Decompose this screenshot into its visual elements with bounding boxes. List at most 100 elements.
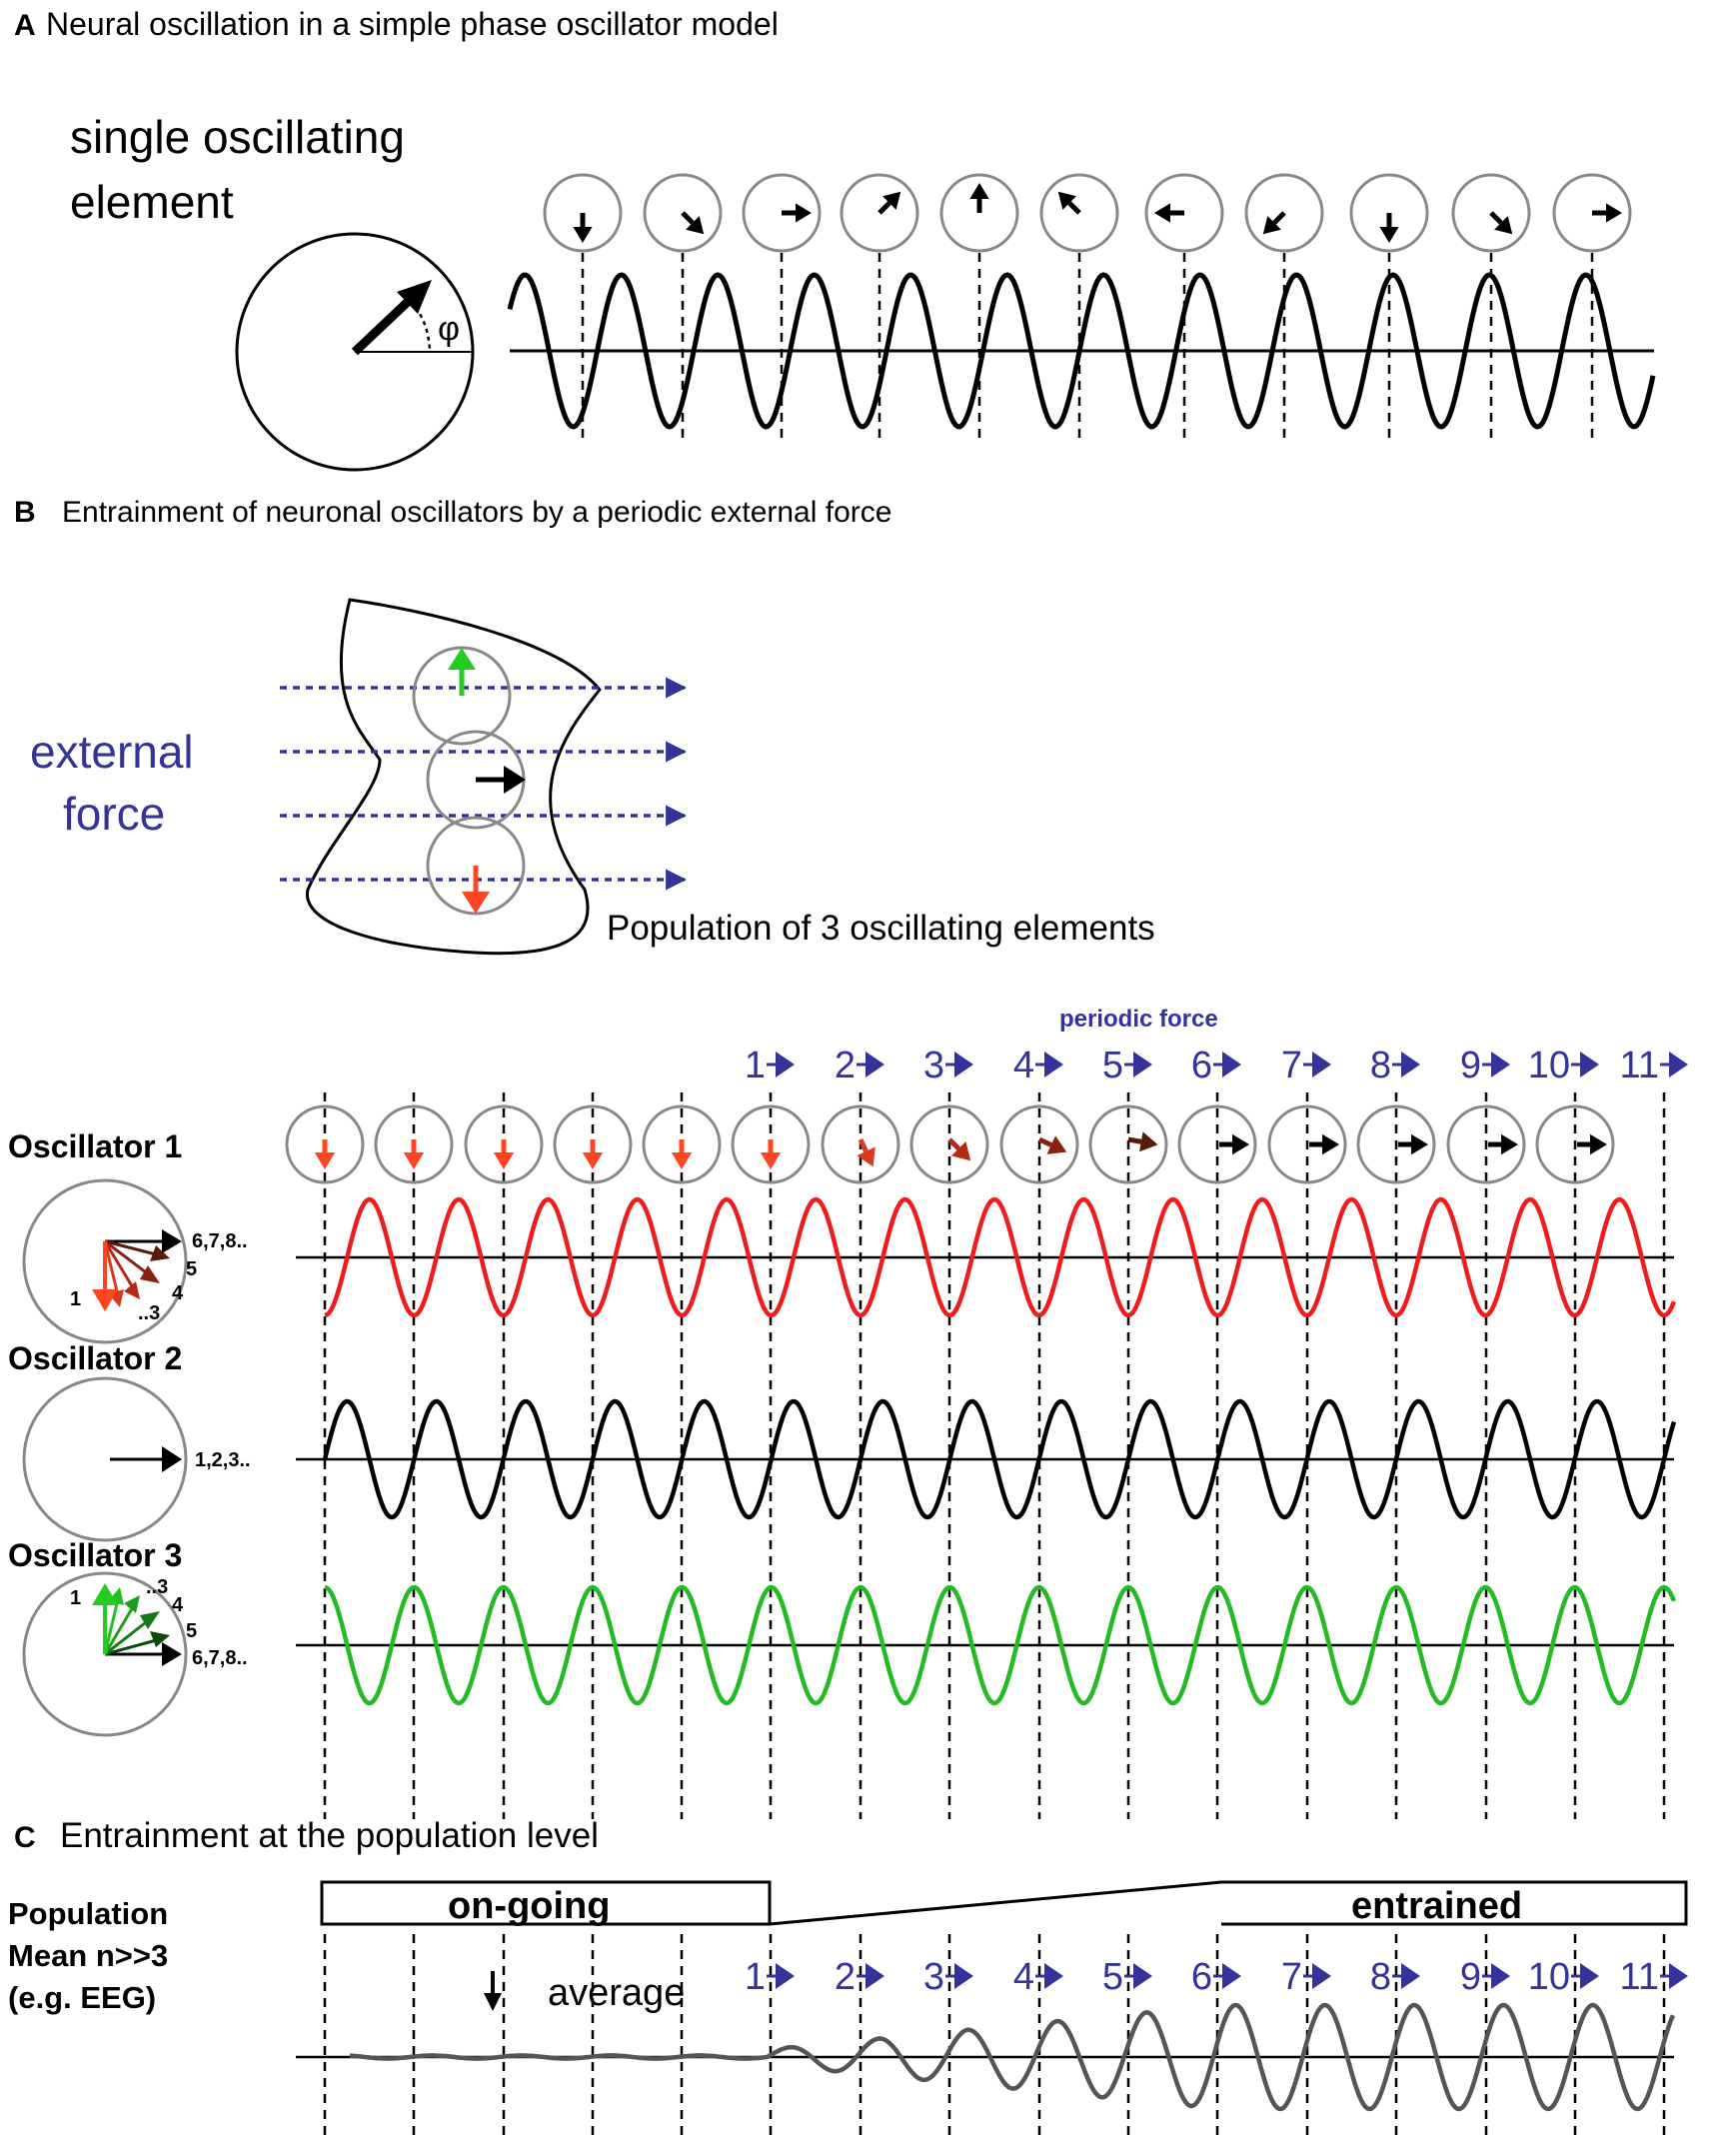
force-arrowhead-icon [1222, 1052, 1241, 1077]
oscillator-2-phase-circle: 1,2,3.. [22, 1376, 251, 1542]
osc1-phase-circle-2 [374, 1104, 454, 1184]
population-row-label-1: Population [8, 1896, 168, 1931]
force-number-2: 2 [835, 1956, 856, 1998]
osc1-phase-circle-5 [642, 1104, 722, 1184]
osc1-phase-arrow-icon [947, 1137, 971, 1161]
force-number-10: 10 [1528, 1045, 1570, 1086]
oscillator-1-label: Oscillator 1 [8, 1128, 182, 1164]
osc1-phase-circle-11 [1177, 1104, 1257, 1184]
force-arrowhead-icon [1312, 1963, 1331, 1989]
force-label-line2: force [63, 788, 165, 840]
population-row-label-2: Mean n>>3 [8, 1938, 168, 1973]
phase-arrow-icon [782, 203, 812, 223]
osc3-phase-label-678: 6,7,8.. [192, 1647, 248, 1669]
osc3-phase-label-1: 1 [70, 1587, 81, 1609]
force-label-line1: external [30, 726, 194, 778]
osc1-phase-label-678: 6,7,8.. [192, 1230, 248, 1252]
osc1-phase-arrow-icon [1309, 1133, 1339, 1155]
osc1-phase-arrow-icon [671, 1139, 693, 1169]
phase-arrow-icon [1057, 191, 1081, 215]
osc1-phase-circle-3 [464, 1104, 544, 1184]
osc2-phase-label: 1,2,3.. [195, 1449, 251, 1471]
phase-arrow-icon [1489, 211, 1513, 235]
panel-b-letter: B [14, 496, 36, 529]
force-number-11: 11 [1620, 1956, 1659, 1998]
osc1-phase-label-4: 4 [172, 1282, 184, 1304]
phase-circle-7 [1144, 173, 1224, 253]
panel-c-letter: C [14, 1821, 36, 1854]
osc1-phase-circle-6 [731, 1104, 811, 1184]
force-number-6: 6 [1191, 1956, 1212, 1998]
force-number-3: 3 [923, 1956, 944, 1998]
phase-arrow-icon [1154, 203, 1184, 223]
force-arrowhead-icon [954, 1052, 973, 1077]
force-number-8: 8 [1370, 1956, 1391, 1998]
osc1-phase-arrow-icon [1037, 1135, 1067, 1154]
osc1-phase-arrow-icon [1488, 1133, 1518, 1155]
phase-circle-6 [1039, 173, 1119, 253]
force-arrowhead-icon [1580, 1963, 1599, 1989]
force-arrowhead-icon [1222, 1963, 1241, 1989]
phase-circle-5 [939, 173, 1019, 253]
force-arrowhead-icon [1133, 1052, 1152, 1077]
entrained-label: entrained [1351, 1885, 1522, 1927]
osc1-phase-circle-12 [1267, 1104, 1347, 1184]
force-number-8: 8 [1370, 1045, 1391, 1086]
force-arrowhead-icon [1669, 1963, 1688, 1989]
osc1-phase-arrow-icon [1219, 1133, 1249, 1155]
force-arrowhead-icon [954, 1963, 973, 1989]
force-arrowhead-icon [1133, 1963, 1152, 1989]
force-number-9: 9 [1460, 1045, 1481, 1086]
osc3-phase-label-3: ..3 [146, 1576, 168, 1598]
population-row-label-3: (e.g. EEG) [8, 1980, 156, 2015]
osc1-phase-circle-10 [1088, 1104, 1168, 1184]
force-arrowhead-icon [1491, 1963, 1510, 1989]
force-number-5: 5 [1102, 1045, 1123, 1086]
force-arrowhead-icon [1491, 1052, 1510, 1077]
entrained-box [769, 1880, 1688, 1926]
phase-arrow-icon [1379, 213, 1399, 243]
panel-c: C Entrainment at the population level Po… [8, 1816, 1688, 2140]
force-arrowhead-icon [1044, 1963, 1063, 1989]
osc1-phase-arrow-icon [760, 1139, 782, 1169]
state-bar: on-going entrained [320, 1880, 1688, 1927]
phase-circle: φ [235, 232, 475, 472]
osc1-phase-arrow-icon [1398, 1133, 1428, 1155]
force-number-3: 3 [923, 1045, 944, 1086]
oscillator-3-phase-circle: 1 ..3 4 5 6,7,8.. [22, 1571, 248, 1737]
osc1-phase-circle-4 [553, 1104, 633, 1184]
force-number-2: 2 [835, 1045, 856, 1086]
phase-circle-9 [1349, 173, 1429, 253]
force-number-7: 7 [1281, 1045, 1302, 1086]
phase-circle-2 [643, 173, 723, 253]
external-force-arrows [280, 677, 688, 891]
osc1-phase-arrow-icon [582, 1139, 604, 1169]
osc1-phase-circle-8 [909, 1104, 989, 1184]
force-number-1: 1 [745, 1956, 766, 1998]
osc1-phase-circle-1 [285, 1104, 365, 1184]
population-outline [306, 598, 602, 956]
osc1-phase-label-3: ..3 [138, 1302, 160, 1324]
osc1-phase-arrow-icon [493, 1139, 515, 1169]
phase-circle-8 [1244, 173, 1324, 253]
force-number-5: 5 [1102, 1956, 1123, 1998]
phase-circle-3 [742, 173, 822, 253]
osc1-phase-arrow-icon [1127, 1131, 1158, 1152]
force-arrowhead-icon [1401, 1052, 1420, 1077]
panel-a-letter: A [14, 9, 36, 42]
population-mean-trace [349, 2002, 1676, 2112]
osc1-phase-circle-14 [1446, 1104, 1526, 1184]
phase-arrow-icon [573, 213, 593, 243]
force-number-10: 10 [1528, 1956, 1570, 1998]
osc1-phase-circle-15 [1535, 1104, 1615, 1184]
oscillator-2-wave [322, 1398, 1677, 1520]
phase-circle-1 [543, 173, 623, 253]
ongoing-box [320, 1880, 772, 1926]
oscillator-waves [296, 1196, 1677, 1706]
force-arrowhead-icon [866, 1052, 884, 1077]
population-label: Population of 3 oscillating elements [607, 909, 1155, 948]
force-arrowhead-icon [776, 1052, 795, 1077]
oscillator-1-phase-circle: 6,7,8.. 5 4 ..3 1 [22, 1178, 248, 1344]
force-arrowhead-icon [1580, 1052, 1599, 1077]
osc1-phase-arrow-icon [857, 1137, 875, 1167]
